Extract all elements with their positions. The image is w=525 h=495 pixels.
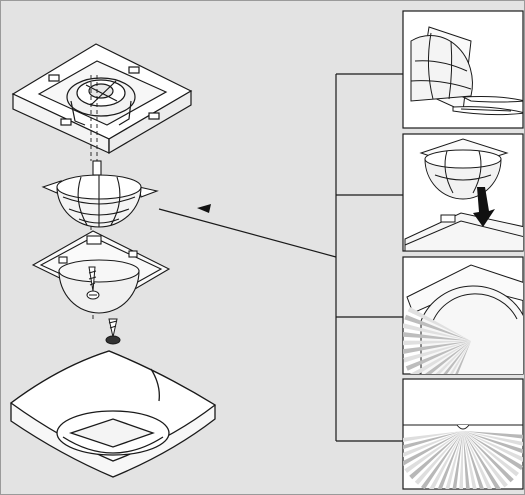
fixing-screw — [86, 266, 100, 300]
press-down-arrow-icon — [404, 138, 523, 251]
detection-rays — [403, 306, 471, 374]
ray-segment — [403, 340, 471, 346]
ray-segment — [407, 306, 471, 341]
detail-panel-1 — [402, 10, 524, 129]
ray-segment — [459, 431, 463, 489]
ray-segment — [449, 341, 471, 374]
ray-segment — [463, 431, 519, 477]
ray-segment — [404, 314, 471, 341]
ray-segment — [463, 431, 470, 489]
ray-segment — [403, 331, 471, 341]
ray-segment — [463, 431, 477, 489]
sensor-lens-dome — [31, 230, 171, 314]
ray-segment — [435, 341, 471, 374]
pointer-arrowhead — [197, 204, 211, 213]
cover-frame — [9, 350, 217, 478]
ray-segment — [463, 431, 514, 483]
ray-segment — [463, 431, 523, 446]
ray-segment — [403, 431, 463, 442]
ray-segment — [445, 431, 463, 489]
ray-segment — [437, 431, 463, 489]
ray-segment — [403, 431, 463, 466]
ray-segment — [409, 341, 471, 374]
callout-bracket — [158, 73, 403, 442]
ray-segment — [463, 431, 485, 489]
ray-segment — [421, 431, 463, 489]
ray-segment — [455, 341, 471, 374]
ray-segment — [403, 431, 463, 450]
ray-segment — [424, 341, 471, 374]
ray-segment — [403, 431, 463, 458]
ray-segment — [463, 431, 523, 470]
detection-zone-side-view-icon — [403, 424, 523, 430]
ray-segment — [404, 431, 463, 473]
ray-segment — [403, 341, 471, 363]
ray-segment — [403, 341, 471, 354]
lens-masking-dome — [41, 160, 159, 228]
press-arrow — [473, 187, 495, 227]
ray-segment — [414, 431, 463, 485]
detail-panel-4 — [402, 378, 524, 490]
ceiling-mount-frame — [11, 43, 193, 155]
mounting-screw — [105, 318, 121, 345]
ray-segment — [463, 431, 523, 462]
ray-segment — [429, 431, 463, 489]
detection-fan — [403, 431, 523, 489]
ray-segment — [463, 431, 523, 439]
ray-segment — [463, 431, 508, 488]
ray-segment — [452, 431, 463, 489]
ray-segment — [443, 341, 471, 374]
cut-with-knife-icon — [410, 26, 523, 116]
ray-segment — [409, 431, 463, 480]
detail-panel-3 — [402, 256, 524, 375]
ray-segment — [403, 323, 471, 341]
detection-zone-partial-icon — [406, 264, 523, 374]
ray-segment — [405, 341, 471, 371]
detail-panel-2 — [402, 133, 524, 252]
ray-segment — [463, 431, 523, 454]
